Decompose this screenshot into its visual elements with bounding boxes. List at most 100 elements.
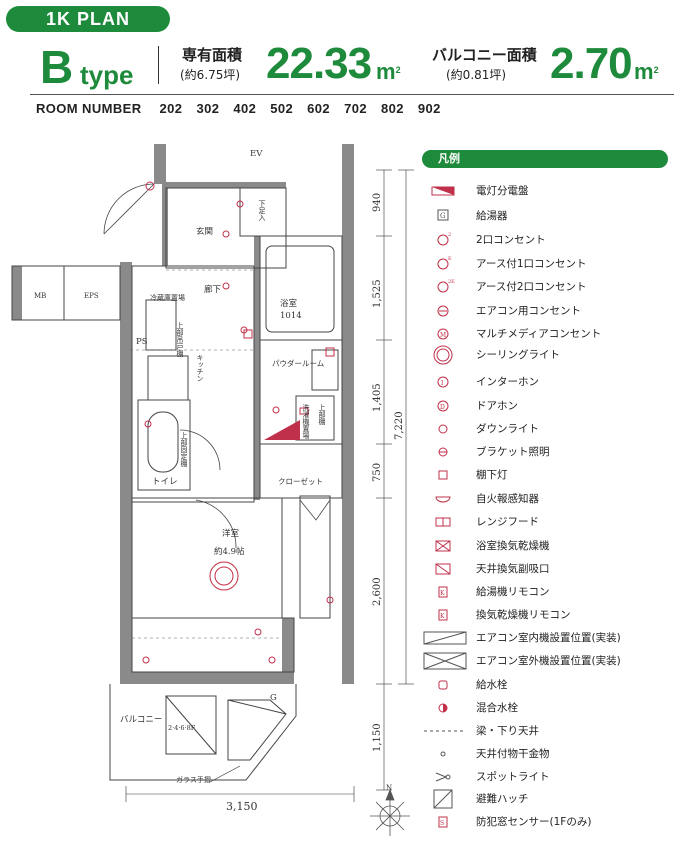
legend-item-label: 浴室換気乾燥機 bbox=[476, 540, 550, 552]
legend-item: 自火報感知器 bbox=[422, 489, 682, 509]
legend-item-label: 避難ハッチ bbox=[476, 793, 529, 805]
security-sensor-icon: S bbox=[422, 812, 470, 832]
legend-item: 梁・下り天井 bbox=[422, 721, 682, 741]
legend-item-label: エアコン室内機設置位置(実装) bbox=[476, 632, 621, 644]
hanger-icon bbox=[422, 744, 470, 764]
svg-text:I: I bbox=[441, 380, 444, 387]
area-label: 専有面積 bbox=[182, 46, 243, 64]
room-number: 802 bbox=[380, 101, 404, 116]
legend-item-label: 防犯窓センサー(1Fのみ) bbox=[476, 816, 592, 828]
todana-label: 上部吊戸棚 bbox=[176, 321, 184, 358]
legend-item-label: シーリングライト bbox=[476, 349, 560, 361]
bracket-light-icon bbox=[422, 442, 470, 462]
room-number: 602 bbox=[307, 101, 331, 116]
legend-item: D ドアホン bbox=[422, 396, 682, 416]
svg-text:2E: 2E bbox=[448, 279, 455, 285]
legend-item-label: 天井付物干金物 bbox=[476, 748, 550, 760]
legend-item: S 防犯窓センサー(1Fのみ) bbox=[422, 812, 682, 832]
mb-label: MB bbox=[34, 292, 46, 300]
outlet-earth-1-icon: E bbox=[422, 254, 470, 274]
legend-item-label: ダウンライト bbox=[476, 423, 539, 435]
balcony-label: バルコニー面積 bbox=[432, 46, 537, 64]
legend-item-label: 2口コンセント bbox=[476, 234, 546, 246]
area-unit: m2 bbox=[376, 59, 401, 84]
door-phone-icon: D bbox=[422, 396, 470, 416]
svg-text:2: 2 bbox=[448, 232, 451, 238]
washer-label: 洗濯機置場 bbox=[302, 403, 310, 440]
legend-item: 避難ハッチ bbox=[422, 789, 682, 809]
downlight-icon bbox=[422, 419, 470, 439]
svg-text:M: M bbox=[440, 332, 446, 339]
kitchen-label: キッチン bbox=[196, 354, 204, 382]
legend-item-label: 電灯分電盤 bbox=[476, 185, 529, 197]
outlet-earth-2-icon: 2E bbox=[422, 277, 470, 297]
water-heater-icon: G bbox=[422, 206, 470, 226]
fire-alarm-icon bbox=[422, 489, 470, 509]
svg-text:D: D bbox=[440, 404, 445, 411]
bath-size-label: 1014 bbox=[280, 311, 302, 321]
legend-item: 混合水栓 bbox=[422, 698, 682, 718]
bath-dryer-icon bbox=[422, 536, 470, 556]
legend-item: 天井換気副吸口 bbox=[422, 559, 682, 579]
toilet-shelf-label: 上部固定棚 bbox=[180, 431, 188, 468]
legend-item: 天井付物干金物 bbox=[422, 744, 682, 764]
tana-label: 上部棚 bbox=[318, 403, 326, 426]
legend-item: 給水栓 bbox=[422, 675, 682, 695]
heater-remote-icon: K bbox=[422, 582, 470, 602]
legend-item-label: 梁・下り天井 bbox=[476, 725, 539, 737]
legend-item-label: ドアホン bbox=[476, 400, 518, 412]
legend-item-label: エアコン室外機設置位置(実装) bbox=[476, 655, 621, 667]
mixing-faucet-icon bbox=[422, 698, 470, 718]
toilet-label: トイレ bbox=[152, 477, 178, 487]
legend-item-label: 天井換気副吸口 bbox=[476, 563, 550, 575]
dim-1150: 1,150 bbox=[372, 723, 383, 752]
legend-item: エアコン用コンセント bbox=[422, 301, 682, 321]
legend-item: エアコン室内機設置位置(実装) bbox=[422, 628, 682, 648]
legend-item-label: 給湯器 bbox=[476, 210, 508, 222]
panel-icon bbox=[422, 181, 470, 201]
g-mark-label: G bbox=[270, 693, 277, 703]
ceiling-vent-icon bbox=[422, 559, 470, 579]
range-hood-icon bbox=[422, 512, 470, 532]
room-number: 502 bbox=[270, 101, 294, 116]
room-number: 402 bbox=[233, 101, 257, 116]
beam-line-icon bbox=[422, 721, 470, 741]
interphone-icon: I bbox=[422, 372, 470, 392]
ev-label: EV bbox=[250, 149, 263, 159]
legend-item-label: ブラケット照明 bbox=[476, 446, 550, 458]
legend-item-label: 給水栓 bbox=[476, 679, 508, 691]
legend-item: M マルチメディアコンセント bbox=[422, 324, 682, 344]
aircon-outdoor-icon bbox=[422, 651, 470, 671]
room-number: 902 bbox=[417, 101, 441, 116]
header-separator bbox=[158, 46, 159, 84]
closet-label: クローゼット bbox=[278, 476, 323, 486]
dryer-remote-icon: K bbox=[422, 605, 470, 625]
legend-item-label: マルチメディアコンセント bbox=[476, 328, 602, 340]
legend-item: ダウンライト bbox=[422, 419, 682, 439]
ceiling-light-icon bbox=[422, 345, 470, 365]
ps-label: PS bbox=[136, 337, 148, 347]
header-rule bbox=[30, 94, 674, 95]
geta-label: 下足入 bbox=[258, 200, 266, 221]
genkan-label: 玄関 bbox=[196, 226, 213, 237]
faucet-icon bbox=[422, 675, 470, 695]
room-number: 202 bbox=[159, 101, 183, 116]
type-word: type bbox=[80, 60, 134, 90]
legend-item-label: 棚下灯 bbox=[476, 469, 508, 481]
area-tsubo: (約6.75坪) bbox=[180, 68, 241, 82]
balcony-plan-label: バルコニー bbox=[120, 715, 162, 725]
svg-text:S: S bbox=[440, 820, 444, 827]
legend-item: 電灯分電盤 bbox=[422, 181, 682, 201]
dim-940: 940 bbox=[372, 193, 383, 212]
dim-2600: 2,600 bbox=[372, 577, 383, 606]
room-number: 702 bbox=[344, 101, 367, 116]
legend-item-label: 混合水栓 bbox=[476, 702, 518, 714]
walls bbox=[12, 144, 354, 684]
legend-item-label: スポットライト bbox=[476, 771, 550, 783]
legend-item: エアコン室外機設置位置(実装) bbox=[422, 651, 682, 671]
legend-item: 2 2口コンセント bbox=[422, 230, 682, 250]
